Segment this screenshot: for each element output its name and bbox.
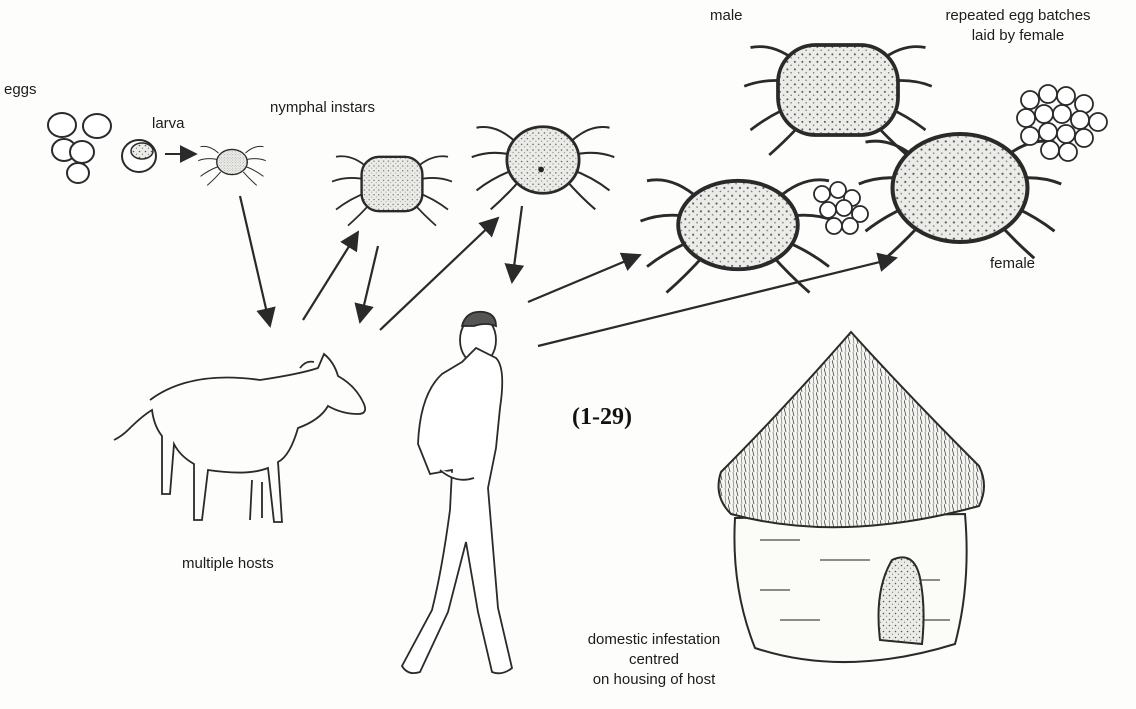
figure-number: (1-29): [572, 404, 632, 431]
nymphal-instars-label: nymphal instars: [270, 98, 375, 118]
larva-label: larva: [152, 114, 185, 134]
domestic-line-2: centred: [534, 650, 774, 670]
domestic-infestation-label: domestic infestation centred on housing …: [534, 630, 774, 690]
egg-batches-line-1: repeated egg batches: [900, 6, 1136, 26]
egg-batch-icon: [814, 182, 868, 234]
egg-batch-icon: [1017, 85, 1107, 161]
larva-icon: [122, 140, 266, 185]
domestic-line-1: domestic infestation: [534, 630, 774, 650]
egg-batches-label: repeated egg batches laid by female: [900, 6, 1136, 46]
female-tick-icon: [859, 134, 1062, 258]
domestic-line-3: on housing of host: [534, 670, 774, 690]
nymph-icon: [332, 156, 452, 225]
goat-host-icon: [114, 354, 365, 522]
eggs-icon: [48, 113, 111, 183]
adult-tick-ventral-icon: [472, 127, 615, 210]
female-tick-icon: [641, 180, 836, 293]
male-tick-icon: [744, 45, 932, 155]
thatched-hut-icon: [719, 332, 984, 662]
female-label: female: [990, 254, 1035, 274]
eggs-label: eggs: [4, 80, 37, 100]
human-host-icon: [402, 312, 512, 674]
multiple-hosts-label: multiple hosts: [182, 554, 274, 574]
male-label: male: [710, 6, 743, 26]
egg-batches-line-2: laid by female: [900, 26, 1136, 46]
